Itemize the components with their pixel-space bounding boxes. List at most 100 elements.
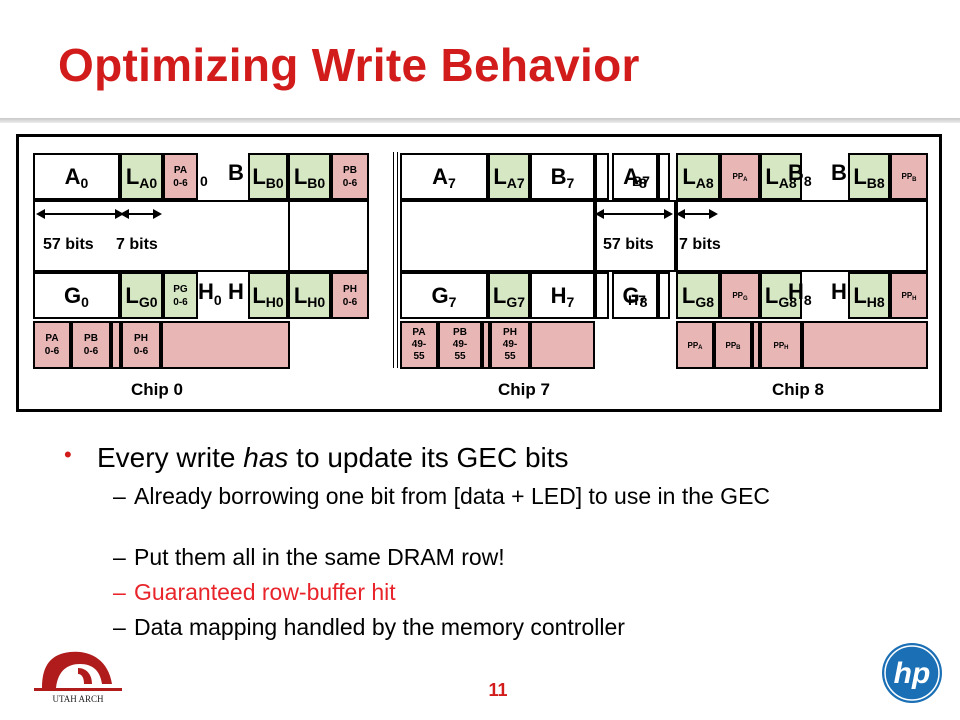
chip0-pg-line2: 0-6 xyxy=(173,296,188,308)
chip0-lh-label: L xyxy=(293,282,308,308)
chip0-57bits-label: 57 bits xyxy=(43,236,94,253)
chip0-la-label: L xyxy=(125,163,140,189)
page-number: 11 xyxy=(488,680,508,700)
sub-bullet-1-text: Already borrowing one bit from [data + L… xyxy=(134,483,771,509)
chip0-lb-hidden-label: L xyxy=(252,163,266,189)
chip-separator-left xyxy=(393,152,394,368)
chip0-la-sub: A0 xyxy=(139,174,158,191)
chip0-mid-left xyxy=(33,200,290,272)
chip0-pb-box: PB 0-6 xyxy=(331,153,369,200)
chip0-pb-line1: PB xyxy=(343,164,357,176)
chip0-pa-line2: 0-6 xyxy=(173,177,188,189)
chip0-lh-hidden-label: L xyxy=(252,282,266,308)
chip7-a-sub: 7 xyxy=(448,174,456,191)
chip0-h-label: H xyxy=(228,279,244,304)
sub-bullet-dash: – xyxy=(113,483,126,509)
utah-arch-logo: UTAH ARCH xyxy=(30,644,126,711)
chip8-a-label: A xyxy=(623,163,640,189)
chip0-g-label: G xyxy=(64,282,82,308)
chip8-mid-right xyxy=(676,200,928,272)
chip8-7bits-label: 7 bits xyxy=(679,236,721,253)
chip8-57bits-label: 57 bits xyxy=(603,236,654,253)
chip8-parity-rest xyxy=(802,321,928,369)
chip7-g-sub: 7 xyxy=(448,293,457,310)
chip0-pa-box: PA 0-6 xyxy=(163,153,198,200)
chip0-ph-line1: PH xyxy=(343,283,357,295)
chip0-mid-right xyxy=(288,200,369,272)
chip8-parity-gap xyxy=(752,321,760,369)
chip7-label: Chip 7 xyxy=(498,380,550,399)
utah-arch-logo-text: UTAH ARCH xyxy=(52,694,104,704)
sub-bullet-dash: – xyxy=(113,579,126,605)
hp-logo: hp xyxy=(881,642,943,709)
chip7-parity-rest xyxy=(530,321,595,369)
chip0-pb-line2: 0-6 xyxy=(342,177,358,189)
chip7-la-sub: A7 xyxy=(506,174,525,191)
chip0-parity-rest xyxy=(161,321,290,369)
chip0-ph-box: PH 0-6 xyxy=(331,272,369,319)
sub-bullet-3-text: Guaranteed row-buffer hit xyxy=(134,579,396,605)
chip0-b-hidden-sub: 0 xyxy=(200,173,208,189)
chip7-b-sub: 7 xyxy=(566,174,575,191)
chip0-lb-sub: B0 xyxy=(307,174,326,191)
chip0-lb-label: L xyxy=(293,163,308,189)
chip8-la-sub: A8 xyxy=(695,174,714,191)
chip7-la-label: L xyxy=(493,163,507,189)
chip0-ph-line2: 0-6 xyxy=(342,296,358,308)
chip7-h-sub: 7 xyxy=(566,293,575,310)
svg-text:hp: hp xyxy=(894,657,931,690)
chip-separator-right xyxy=(397,152,398,368)
chip0-label: Chip 0 xyxy=(131,380,183,399)
chip8-mid-left xyxy=(595,200,676,272)
chip8-gap1 xyxy=(658,153,670,200)
chip7-a-label: A xyxy=(432,163,449,189)
chip7-lg-label: L xyxy=(492,282,507,308)
chip8-b7-overlay: B7 xyxy=(632,173,650,189)
sub-bullet-dash: – xyxy=(113,544,126,570)
chip0-7bits-arrow xyxy=(120,209,162,219)
chip0-b-label: B xyxy=(228,160,244,185)
chip7-h-label: H xyxy=(550,282,567,308)
chip0-pa-line1: PA xyxy=(173,164,188,176)
chip8-57bits-arrow xyxy=(595,209,673,219)
chip0-pg-box: PG 0-6 xyxy=(163,272,198,319)
chip8-7bits-arrow xyxy=(676,209,718,219)
chip0-lg-sub: G0 xyxy=(138,293,158,310)
chip0-a-sub: 0 xyxy=(80,174,89,191)
chip7-mid xyxy=(400,200,595,272)
chip7-g-label: G xyxy=(431,282,449,308)
diagram-frame xyxy=(16,134,942,412)
chip8-gap2 xyxy=(658,272,670,319)
chip0-a-label: A xyxy=(64,163,81,189)
chip0-7bits-label: 7 bits xyxy=(116,236,158,253)
chip7-parity-gap xyxy=(482,321,490,369)
chip7-gap-top xyxy=(595,153,609,200)
